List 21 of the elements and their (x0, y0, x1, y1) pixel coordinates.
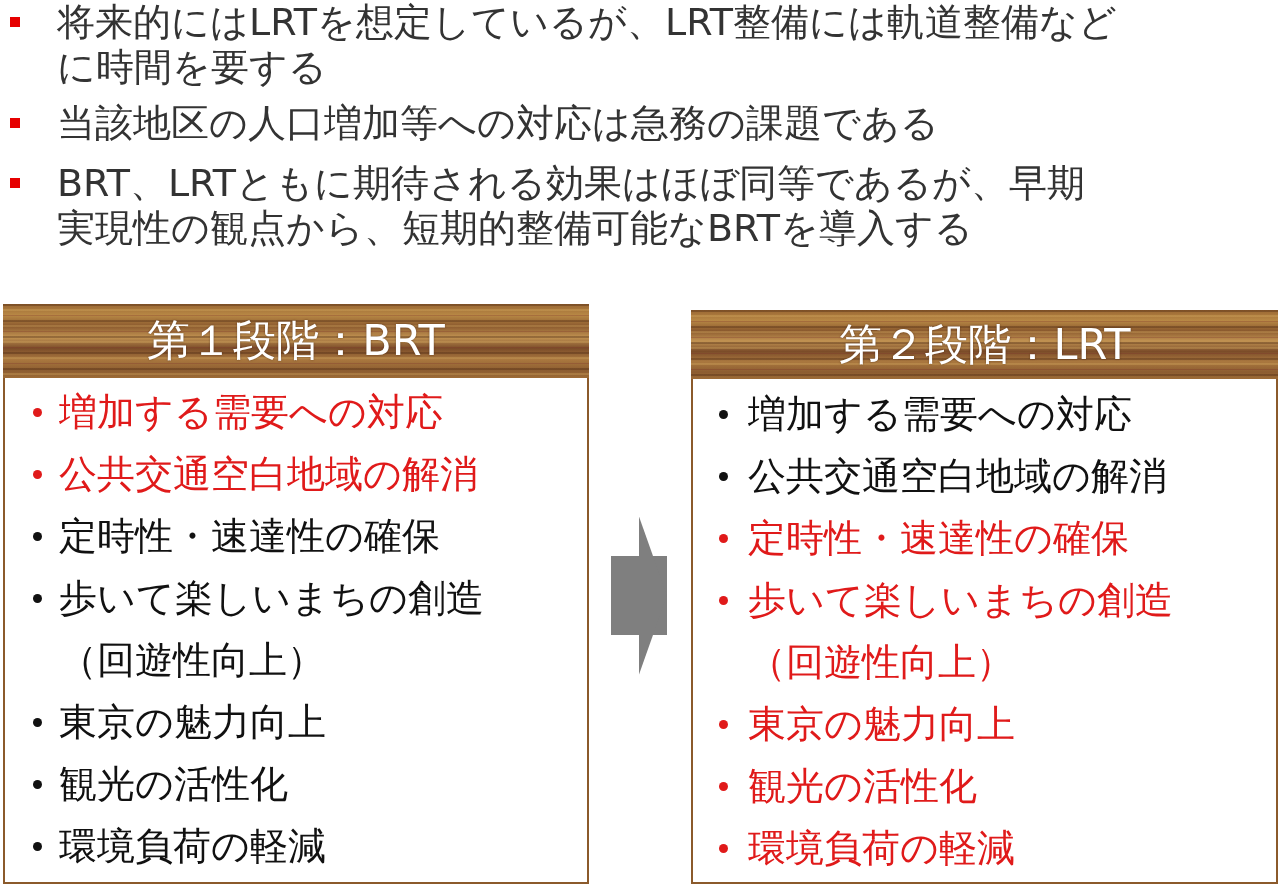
list-item: 東京の魅力向上 (748, 701, 1015, 748)
list-item: 観光の活性化 (748, 763, 977, 810)
panel-heading: 第２段階：LRT (691, 310, 1278, 379)
stage-panel (691, 310, 1278, 884)
list-item: 公共交通空白地域の解消 (59, 451, 478, 498)
list-item: 増加する需要への対応 (59, 389, 443, 436)
list-item: 東京の魅力向上 (59, 699, 326, 746)
stage-panel (3, 304, 589, 884)
list-item: 定時性・速達性の確保 (59, 513, 440, 560)
bullet-text: 将来的にはLRTを想定しているが、LRT整備には軌道整備などに時間を要する (57, 0, 1119, 90)
bullet-text: BRT、LRTともに期待される効果はほぼ同等であるが、早期実現性の観点から、短期的整備可能なBRTを導入する (57, 161, 1086, 251)
list-item: 観光の活性化 (59, 761, 288, 808)
list-item: 歩いて楽しいまちの創造（回遊性向上） (748, 577, 1174, 686)
list-item: 歩いて楽しいまちの創造（回遊性向上） (59, 575, 485, 684)
bullet-text: 当該地区の人口増加等への対応は急務の課題である (57, 101, 939, 146)
list-item: 増加する需要への対応 (748, 391, 1132, 438)
list-item: 環境負荷の軽減 (59, 823, 326, 870)
list-item: 環境負荷の軽減 (748, 825, 1015, 872)
panel-heading: 第１段階：BRT (3, 304, 589, 378)
list-item: 公共交通空白地域の解消 (748, 453, 1167, 500)
list-item: 定時性・速達性の確保 (748, 515, 1129, 562)
